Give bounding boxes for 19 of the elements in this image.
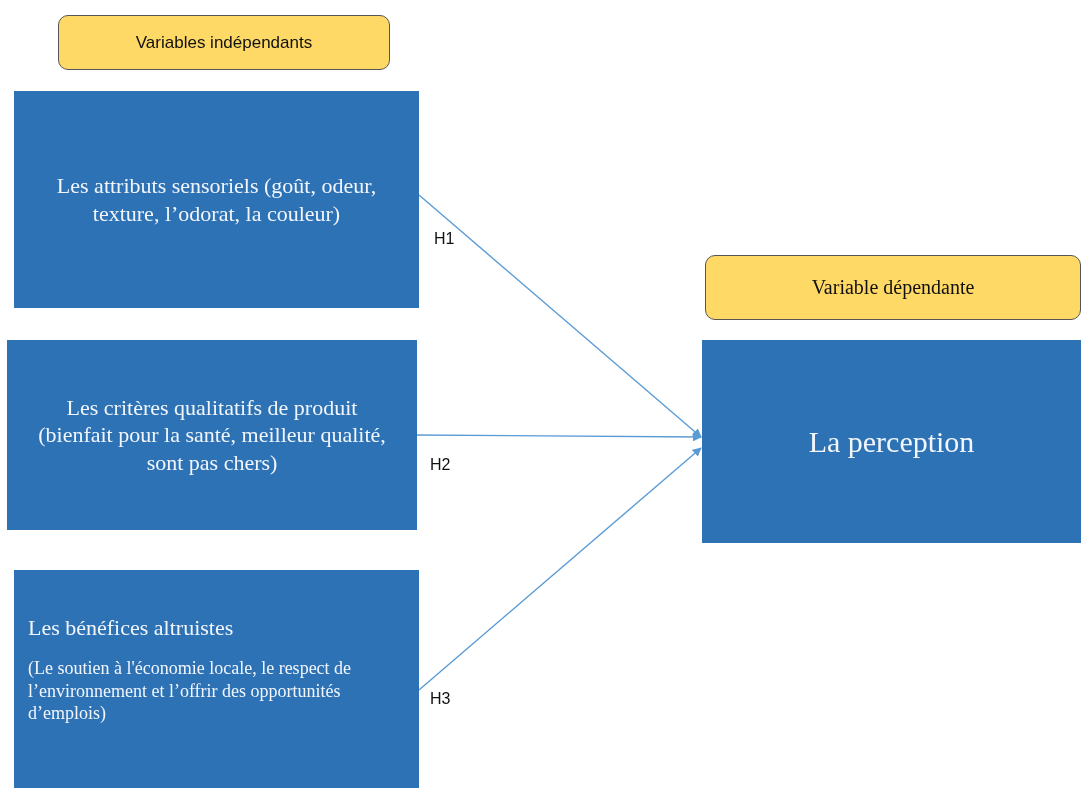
box-title: Variables indépendants (135, 31, 313, 54)
box-title: Les attributs sensoriels (goût, odeur, texture, l’odorat, la couleur) (55, 172, 378, 227)
box-title: Les critères qualitatifs de produit (bienfait pour la santé, meilleur qualité, sont pas chers) (37, 393, 387, 477)
header-tag (58, 15, 390, 70)
box-title: La perception (808, 423, 975, 460)
arrow (418, 194, 702, 438)
box-title: Variable dépendante (811, 275, 975, 300)
edge-label: H3 (430, 690, 451, 708)
header-tag (705, 255, 1081, 320)
edge-label: H1 (434, 230, 455, 248)
arrow (418, 447, 702, 691)
box-description: (Le soutien à l'économie locale, le respect de l’environnement et l’offrir des opportunités d’emplois) (28, 657, 353, 725)
variable-box (7, 340, 417, 530)
edge-label: H2 (430, 456, 451, 474)
variable-box (14, 91, 419, 308)
arrow (416, 432, 702, 442)
variable-box (14, 570, 419, 788)
outcome-box (702, 340, 1081, 543)
box-title: Les bénéfices altruistes (28, 613, 234, 641)
